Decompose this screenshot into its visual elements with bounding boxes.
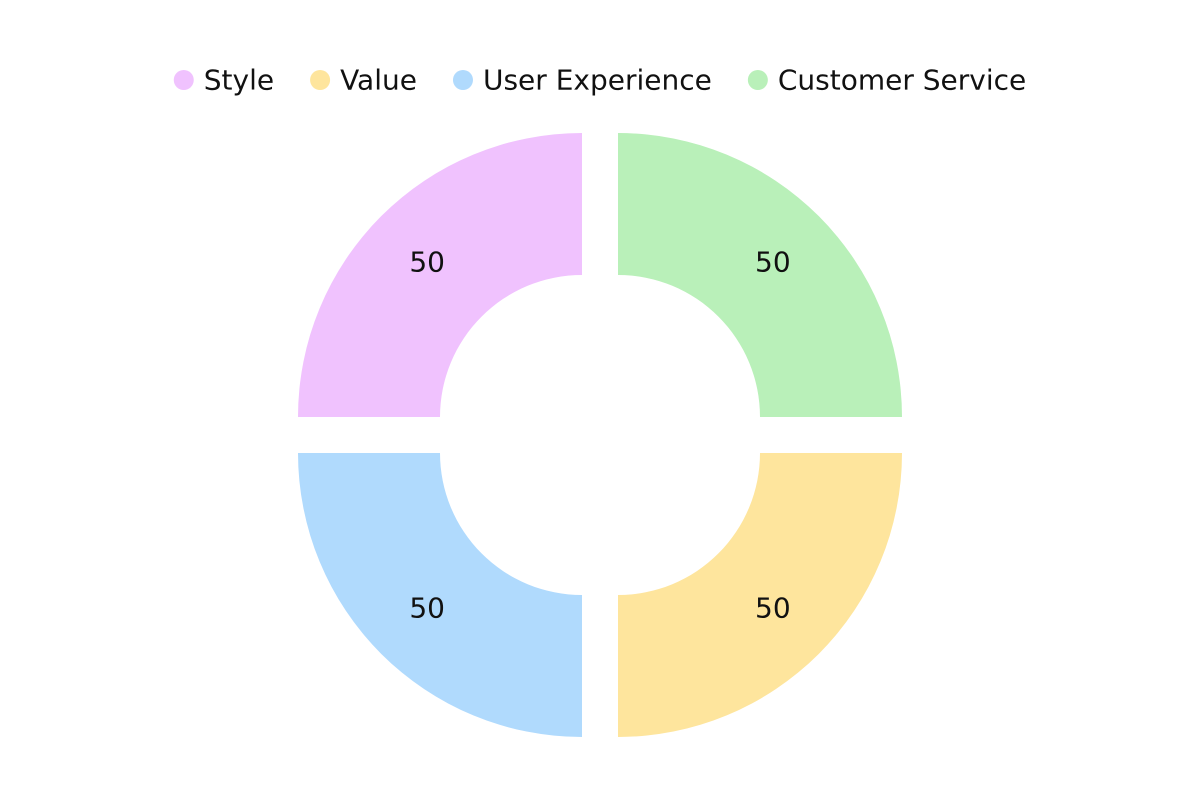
slice-style[interactable]: [298, 133, 582, 417]
legend-swatch-user-experience: [452, 70, 473, 90]
slice-user-experience[interactable]: [298, 453, 582, 737]
legend-item-customer-service[interactable]: Customer Service: [747, 64, 1026, 97]
legend-item-value[interactable]: Value: [310, 64, 417, 97]
legend-item-style[interactable]: Style: [173, 64, 274, 97]
legend-swatch-value: [310, 70, 331, 90]
slice-label-style: 50: [409, 246, 445, 279]
legend-item-user-experience[interactable]: User Experience: [452, 64, 712, 97]
slice-label-group: 50 50 50 50: [409, 246, 790, 625]
legend-label-value: Value: [340, 64, 417, 97]
slice-customer-service[interactable]: [618, 133, 902, 417]
chart-legend: Style Value User Experience Customer Servic…: [173, 64, 1026, 97]
legend-label-customer-service: Customer Service: [778, 64, 1026, 97]
slice-value[interactable]: [618, 453, 902, 737]
slice-label-customer-service: 50: [755, 246, 791, 279]
legend-swatch-style: [173, 70, 194, 90]
legend-label-style: Style: [204, 64, 274, 97]
legend-label-user-experience: User Experience: [483, 64, 712, 97]
slice-label-value: 50: [755, 591, 791, 624]
slice-group: [298, 133, 902, 737]
slice-label-user-experience: 50: [409, 591, 445, 624]
legend-swatch-customer-service: [747, 70, 768, 90]
